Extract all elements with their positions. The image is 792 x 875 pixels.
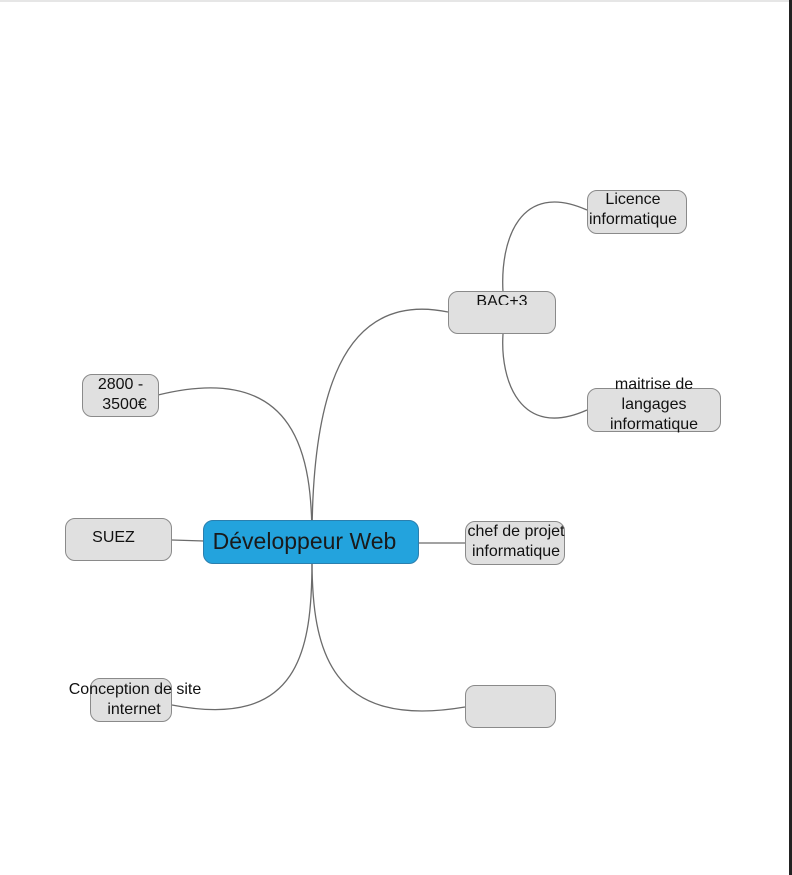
link-central-conception bbox=[171, 559, 313, 711]
top-border bbox=[0, 0, 792, 2]
node-chef-de-projet[interactable] bbox=[465, 521, 565, 565]
link-bac3-licence bbox=[502, 201, 588, 293]
link-central-bac3 bbox=[311, 308, 449, 541]
node-maitrise-langages[interactable] bbox=[587, 388, 721, 432]
node-conception-site[interactable] bbox=[90, 678, 172, 722]
chef-label-line2: informatique bbox=[471, 543, 561, 560]
bac3-label: BAC+3 bbox=[476, 293, 528, 305]
salary-label-line2: 3500€ bbox=[102, 396, 147, 413]
link-central-suez bbox=[171, 539, 205, 542]
node-salary[interactable] bbox=[82, 374, 159, 417]
suez-label: SUEZ bbox=[92, 529, 135, 546]
link-central-bottom-right bbox=[311, 559, 466, 712]
node-licence-informatique[interactable] bbox=[587, 190, 687, 234]
link-central-salary bbox=[157, 387, 313, 541]
central-topic-label: Développeur Web bbox=[212, 528, 397, 554]
central-topic-node[interactable] bbox=[203, 520, 419, 564]
conception-label-line1: Conception de site bbox=[68, 681, 202, 698]
maitrise-label-line1: maitrise de bbox=[614, 376, 694, 393]
maitrise-label-line3: informatique bbox=[609, 416, 699, 433]
node-suez[interactable] bbox=[65, 518, 172, 561]
node-bottom-right[interactable] bbox=[465, 685, 556, 728]
salary-label-line1: 2800 - bbox=[97, 376, 144, 393]
right-border bbox=[789, 0, 792, 875]
chef-label-line1: chef de projet bbox=[467, 523, 565, 540]
link-bac3-maitrise bbox=[502, 333, 588, 419]
bac3-clip: BAC+3 bbox=[448, 291, 556, 305]
maitrise-label-line2: langages bbox=[621, 396, 687, 413]
conception-label-line2: internet bbox=[107, 701, 161, 718]
licence-label-line1: Licence bbox=[605, 191, 661, 208]
licence-label-line2: informatique bbox=[588, 211, 678, 228]
node-bac3[interactable] bbox=[448, 291, 556, 334]
